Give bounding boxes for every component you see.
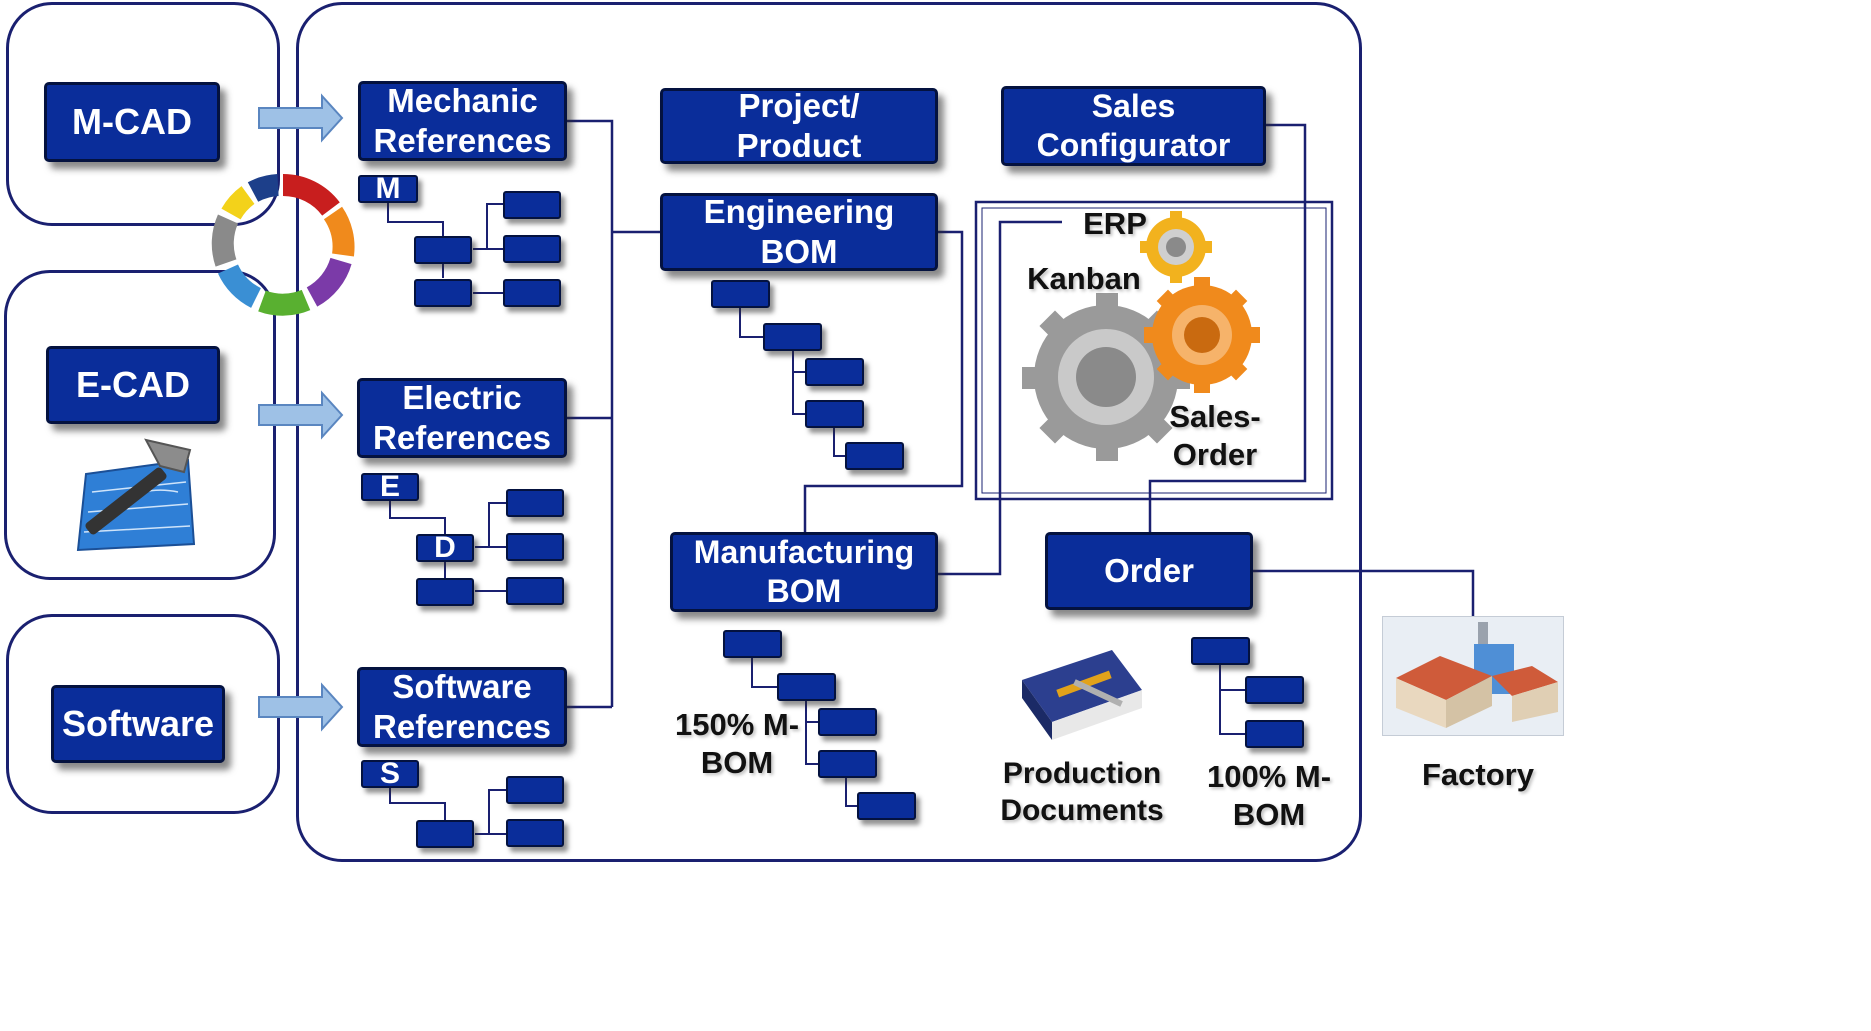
tree-node (857, 792, 916, 820)
kanban-label: Kanban (1027, 261, 1141, 296)
project-product-box[interactable]: Project/ Product (660, 87, 938, 164)
tree-node (506, 819, 564, 847)
tree-node (503, 279, 561, 307)
factory-label: Factory (1422, 757, 1534, 792)
erp-label: ERP (1083, 206, 1147, 241)
manufacturing-bom-box[interactable]: Manufacturing BOM (670, 532, 938, 612)
tree-node (503, 235, 561, 263)
tree-node (506, 776, 564, 804)
tree-node-e: E (361, 470, 419, 503)
tree-node (805, 400, 864, 428)
software-arrow (258, 682, 344, 732)
tree-node (723, 630, 782, 658)
tree-node (503, 191, 561, 219)
ecad-arrow (258, 390, 344, 440)
tree-node (506, 577, 564, 605)
production-documents-label: Production Documents (1000, 757, 1164, 827)
order-box[interactable]: Order (1045, 532, 1253, 610)
ecad-box[interactable]: E-CAD (46, 346, 220, 424)
tree-node (1191, 637, 1250, 665)
factory-building-icon (1382, 616, 1564, 736)
book-tools-icon (1022, 650, 1142, 740)
gears-icon (1022, 211, 1260, 461)
tree-node (506, 489, 564, 517)
tree-node-d: D (416, 531, 474, 564)
ebom-mbom-connector (803, 230, 964, 532)
sales-configurator-box[interactable]: Sales Configurator (1001, 86, 1266, 166)
tree-node (1245, 720, 1304, 748)
tree-node (818, 708, 877, 736)
tree-node (845, 442, 904, 470)
electric-references-box[interactable]: Electric References (357, 378, 567, 458)
tree-node (416, 820, 474, 848)
tree-node (711, 280, 770, 308)
tree-node (805, 358, 864, 386)
tree-node-s: S (361, 757, 419, 790)
tree-node-m: M (358, 172, 418, 205)
mbom-150-label: 150% M-BOM (674, 707, 800, 780)
order-factory-connector (1253, 569, 1475, 616)
tree-node (763, 323, 822, 351)
engineering-bom-box[interactable]: Engineering BOM (660, 193, 938, 271)
erp-mbom-connector (938, 220, 1062, 576)
tree-node (818, 750, 877, 778)
sales-order-label: Sales- Order (1169, 399, 1261, 472)
software-box[interactable]: Software (51, 685, 225, 763)
mechanic-connector (567, 119, 614, 707)
tree-node (506, 533, 564, 561)
mechanic-references-box[interactable]: Mechanic References (358, 81, 567, 161)
erp-frame (974, 200, 1334, 501)
tree-node (414, 279, 472, 307)
tree-node (777, 673, 836, 701)
mcad-arrow (258, 93, 344, 143)
tree-node (414, 236, 472, 264)
mcad-box[interactable]: M-CAD (44, 82, 220, 162)
mbom-100-label: 100% M-BOM (1206, 759, 1332, 832)
tree-node (1245, 676, 1304, 704)
software-references-box[interactable]: Software References (357, 667, 567, 747)
process-cycle-icon (211, 174, 355, 316)
tree-node (416, 578, 474, 606)
hammer-blueprint-icon (76, 438, 196, 552)
